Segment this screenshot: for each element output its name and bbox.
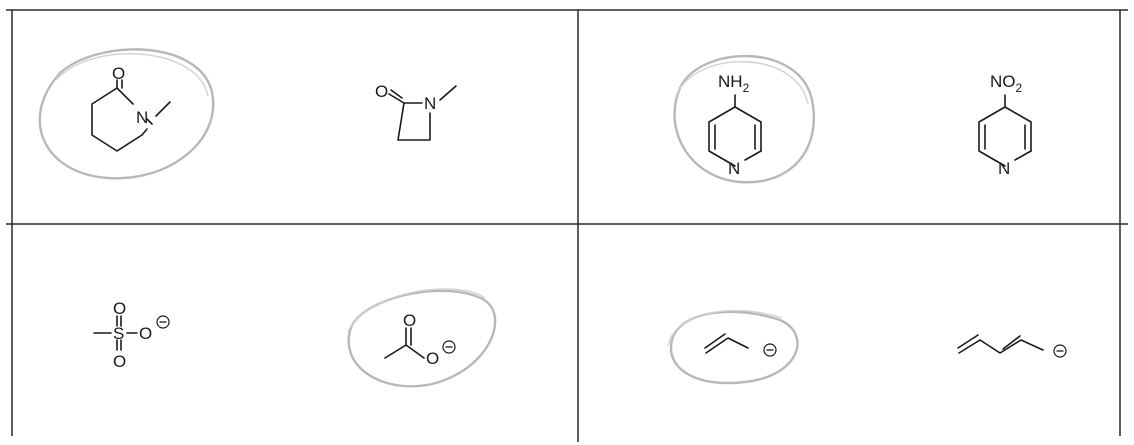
atom-o: O	[375, 82, 388, 101]
atom-o: O	[112, 64, 125, 83]
atom-n: N	[136, 108, 148, 127]
molecule-piperidone: O N	[38, 48, 215, 180]
molecule-acetate: O O	[347, 288, 497, 388]
selection-circle	[673, 54, 815, 184]
selection-circle	[669, 310, 799, 385]
atom-ring-n: N	[728, 159, 740, 178]
atom-n: N	[424, 94, 436, 113]
negative-charge-icon	[442, 340, 456, 354]
substituent-label: NO2	[990, 72, 1023, 95]
molecule-pentadienyl-anion	[957, 334, 1067, 358]
panel-grid	[6, 9, 1128, 442]
selection-circle	[347, 289, 497, 388]
atom-ring-n: N	[998, 159, 1010, 178]
molecule-nitropyridine: NO2 N	[978, 72, 1032, 178]
molecule-methanesulfonate: O S O O	[93, 299, 170, 371]
negative-charge-icon	[1053, 344, 1067, 358]
negative-charge-icon	[156, 315, 170, 329]
negative-charge-icon	[763, 343, 777, 357]
molecule-allyl-anion	[667, 309, 799, 385]
substituent-label: NH2	[718, 72, 750, 95]
atom-o-right: O	[426, 349, 439, 368]
molecule-azetidinone: O N	[375, 82, 457, 141]
molecule-aminopyridine: NH2 N	[673, 54, 815, 184]
atom-s: S	[113, 324, 124, 343]
selection-circle	[38, 48, 215, 180]
atom-o-top: O	[113, 299, 126, 318]
atom-o-bottom: O	[113, 352, 126, 371]
atom-o-right: O	[139, 324, 152, 343]
atom-o-top: O	[403, 311, 416, 330]
